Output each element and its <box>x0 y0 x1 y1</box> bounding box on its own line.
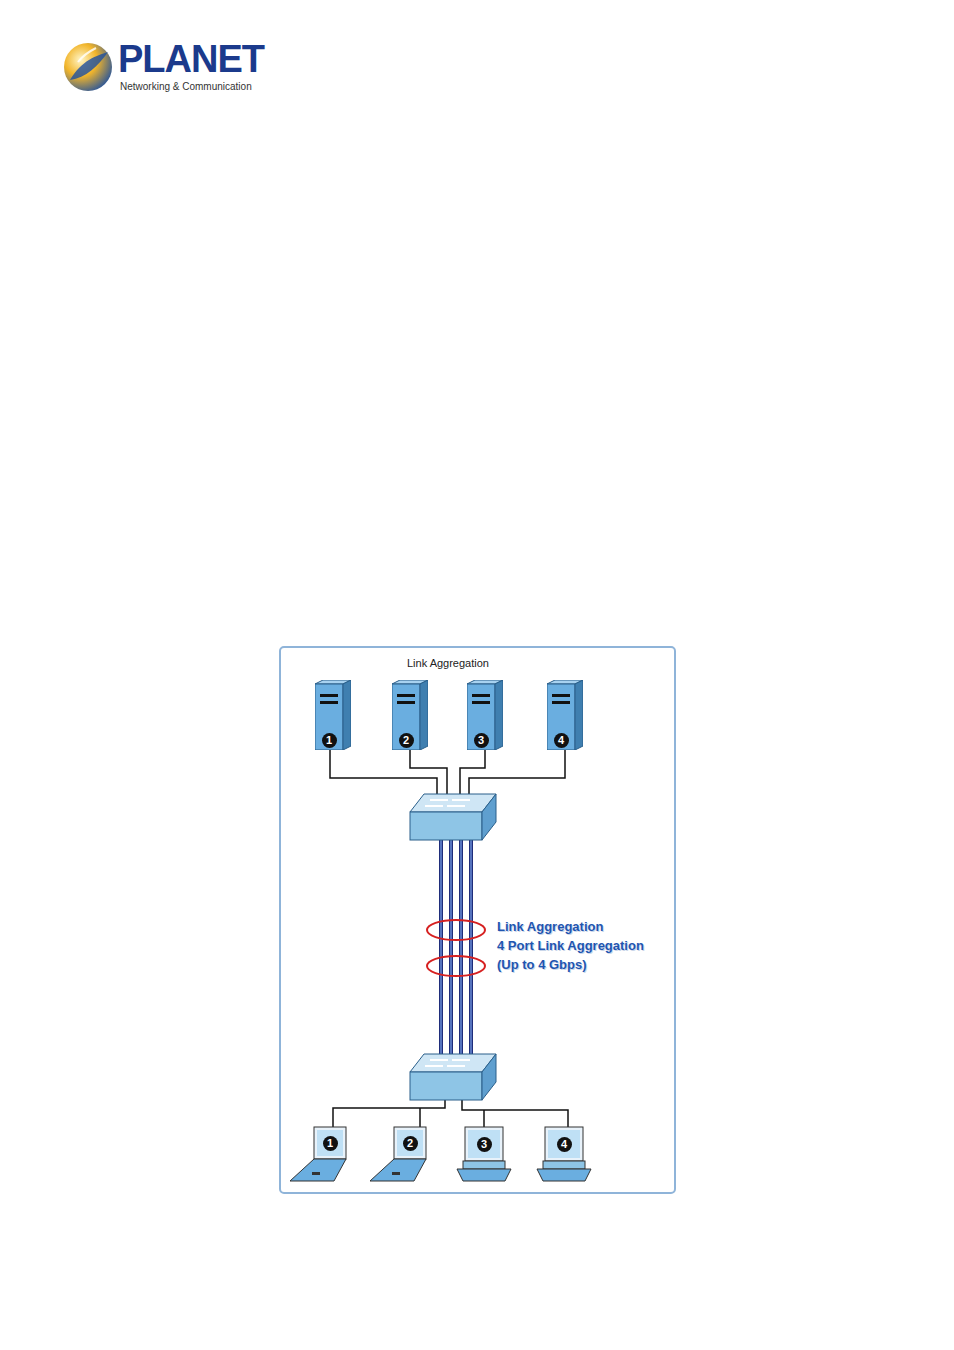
logo-globe <box>64 43 112 91</box>
callout-number: 2 <box>399 733 414 748</box>
callout-number: 4 <box>554 733 569 748</box>
annotation: (Up to 4 Gbps) <box>497 957 587 972</box>
callout-number: 3 <box>474 733 489 748</box>
cable <box>419 1108 421 1127</box>
trunk-link <box>460 840 461 1062</box>
trunk-link <box>450 840 451 1062</box>
cable <box>462 1100 568 1127</box>
annotation: 4 Port Link Aggregation <box>497 938 644 953</box>
trunk-link <box>449 840 453 1062</box>
switch-lower <box>410 1054 496 1100</box>
client-computer: 2 <box>368 1125 432 1183</box>
cable <box>483 1110 485 1127</box>
trunk-link <box>459 840 463 1062</box>
figure-title: Link Aggregation <box>407 657 489 669</box>
server-box: 3 <box>467 680 503 750</box>
desktop-icon <box>535 1125 593 1183</box>
figure-frame <box>280 647 675 1193</box>
aggregated-links <box>441 840 471 1062</box>
client-computer: 4 <box>535 1125 593 1183</box>
trunk-link <box>440 840 441 1062</box>
laptop-icon <box>368 1125 432 1183</box>
aggregation-ring <box>427 956 485 976</box>
trunk-link <box>469 840 473 1062</box>
callout-number: 3 <box>477 1137 492 1152</box>
client-computer: 1 <box>288 1125 352 1183</box>
cable <box>330 750 437 797</box>
cable <box>333 1100 445 1127</box>
trunk-link <box>470 840 471 1062</box>
callout-number: 1 <box>322 733 337 748</box>
cable <box>469 750 565 797</box>
trunk-link <box>439 840 443 1062</box>
client-computer: 3 <box>455 1125 513 1183</box>
annotation: Link Aggregation <box>497 919 603 934</box>
server-box: 2 <box>392 680 428 750</box>
callout-number: 1 <box>323 1136 338 1151</box>
callout-number: 4 <box>557 1137 572 1152</box>
callout-number: 2 <box>403 1136 418 1151</box>
aggregation-ring <box>427 920 485 940</box>
server-box: 1 <box>315 680 351 750</box>
cable <box>460 750 485 797</box>
cable <box>410 750 447 797</box>
switch-upper <box>410 794 496 840</box>
logo-tagline: Networking & Communication <box>120 81 252 92</box>
logo-name: PLANET <box>118 38 264 81</box>
laptop-icon <box>288 1125 352 1183</box>
server-box: 4 <box>547 680 583 750</box>
desktop-icon <box>455 1125 513 1183</box>
